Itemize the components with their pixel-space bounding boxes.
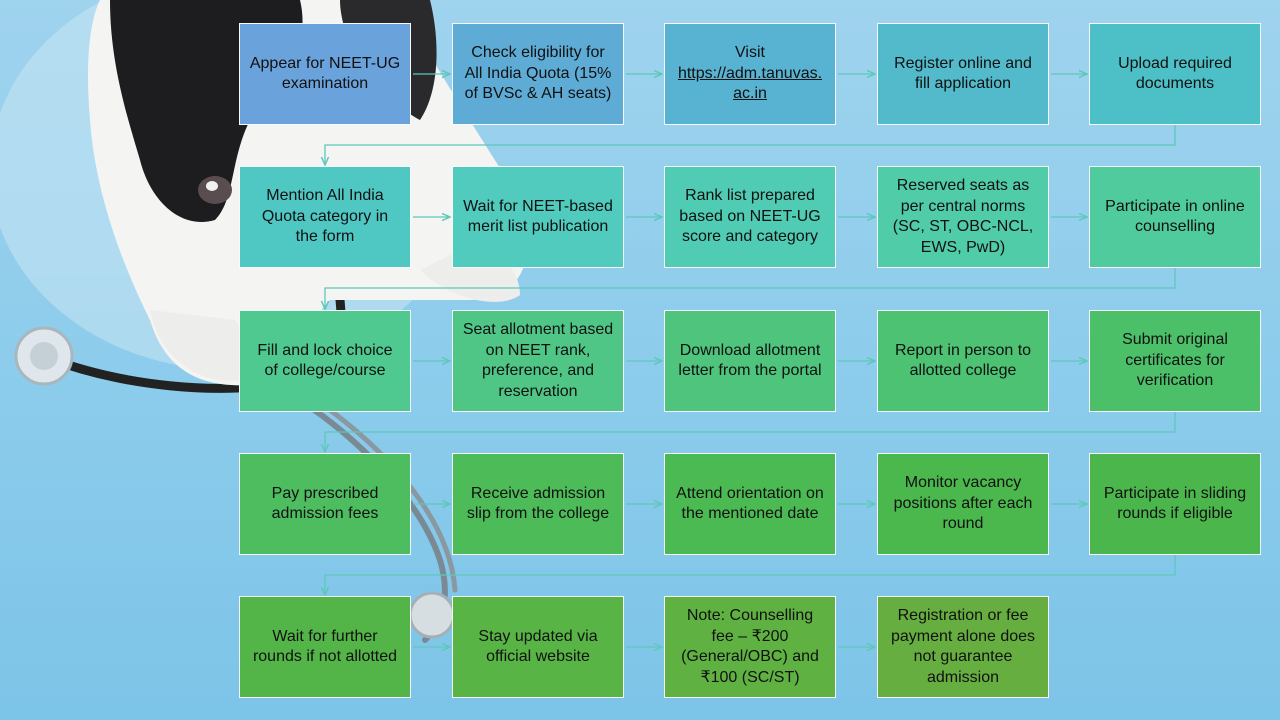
- step-text: Rank list prepared based on NEET-UG scor…: [679, 187, 821, 246]
- step-text: Participate in online counselling: [1105, 197, 1245, 236]
- flow-step-visit-website: Visit https://adm.tanuvas.ac.in: [664, 23, 836, 125]
- step-text: Stay updated via official website: [478, 627, 598, 666]
- step-text: Visit: [735, 44, 765, 62]
- flow-step-stay-updated: Stay updated via official website: [452, 596, 624, 698]
- step-text: Mention All India Quota category in the …: [261, 187, 389, 246]
- flow-step-fill-lock-choice: Fill and lock choice of college/course: [239, 310, 411, 412]
- step-text: Fill and lock choice of college/course: [257, 341, 393, 380]
- step-text: Appear for NEET-UG examination: [249, 54, 401, 93]
- step-text: Check eligibility for All India Quota (1…: [464, 44, 612, 103]
- flow-step-sliding-rounds: Participate in sliding rounds if eligibl…: [1089, 453, 1261, 555]
- step-text: Seat allotment based on NEET rank, prefe…: [462, 321, 614, 400]
- flow-step-wait-merit-list: Wait for NEET-based merit list publicati…: [452, 166, 624, 268]
- flow-step-online-counselling: Participate in online counselling: [1089, 166, 1261, 268]
- step-text: Pay prescribed admission fees: [271, 484, 379, 523]
- flow-step-pay-fees: Pay prescribed admission fees: [239, 453, 411, 555]
- flow-step-upload-documents: Upload required documents: [1089, 23, 1261, 125]
- step-text: Download allotment letter from the porta…: [678, 341, 822, 380]
- flow-step-admission-slip: Receive admission slip from the college: [452, 453, 624, 555]
- flow-step-wait-further-rounds: Wait for further rounds if not allotted: [239, 596, 411, 698]
- flow-step-report-college: Report in person to allotted college: [877, 310, 1049, 412]
- flow-step-fee-note: Note: Counselling fee – ₹200 (General/OB…: [664, 596, 836, 698]
- flow-step-seat-allotment: Seat allotment based on NEET rank, prefe…: [452, 310, 624, 412]
- step-text: Receive admission slip from the college: [466, 484, 610, 523]
- flow-step-submit-certificates: Submit original certificates for verific…: [1089, 310, 1261, 412]
- flow-step-mention-quota: Mention All India Quota category in the …: [239, 166, 411, 268]
- flow-step-monitor-vacancy: Monitor vacancy positions after each rou…: [877, 453, 1049, 555]
- step-text: Monitor vacancy positions after each rou…: [893, 474, 1033, 533]
- step-text: Submit original certificates for verific…: [1122, 331, 1228, 390]
- flow-step-orientation: Attend orientation on the mentioned date: [664, 453, 836, 555]
- step-text: Registration or fee payment alone does n…: [890, 607, 1036, 686]
- step-text: Attend orientation on the mentioned date: [676, 484, 824, 523]
- flow-step-rank-list: Rank list prepared based on NEET-UG scor…: [664, 166, 836, 268]
- flow-step-download-letter: Download allotment letter from the porta…: [664, 310, 836, 412]
- step-text: Upload required documents: [1118, 54, 1232, 93]
- step-text: Participate in sliding rounds if eligibl…: [1103, 484, 1247, 523]
- step-text: Wait for NEET-based merit list publicati…: [463, 197, 613, 236]
- flow-step-appear-neet: Appear for NEET-UG examination: [239, 23, 411, 125]
- step-text: Register online and fill application: [894, 54, 1032, 93]
- flow-step-reserved-seats: Reserved seats as per central norms (SC,…: [877, 166, 1049, 268]
- flow-step-check-eligibility: Check eligibility for All India Quota (1…: [452, 23, 624, 125]
- admission-portal-link[interactable]: https://adm.tanuvas.ac.in: [677, 64, 823, 103]
- flow-step-register-online: Register online and fill application: [877, 23, 1049, 125]
- flow-step-disclaimer: Registration or fee payment alone does n…: [877, 596, 1049, 698]
- step-text: Report in person to allotted college: [894, 341, 1032, 380]
- step-text: Note: Counselling fee – ₹200 (General/OB…: [681, 607, 819, 686]
- step-text: Reserved seats as per central norms (SC,…: [892, 177, 1034, 256]
- step-text: Wait for further rounds if not allotted: [252, 627, 398, 666]
